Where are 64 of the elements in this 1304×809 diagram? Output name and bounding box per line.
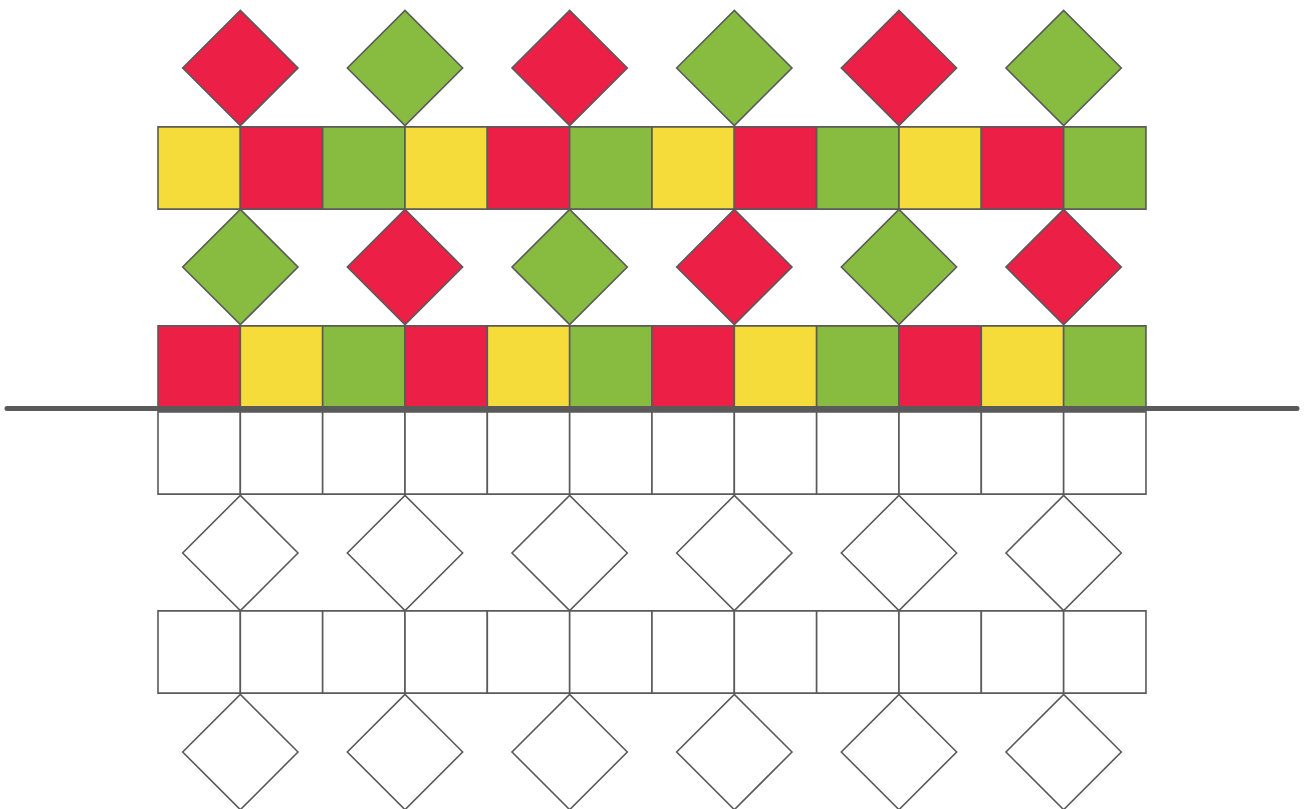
square-tile: [239, 610, 324, 694]
diamond-tile: [346, 9, 464, 127]
square-tile: [898, 610, 983, 694]
diamond-tile: [840, 208, 958, 326]
square-tile: [568, 126, 653, 210]
square-tile: [980, 411, 1065, 495]
square-tile: [404, 610, 489, 694]
square-tile: [486, 126, 571, 210]
diamond-tile: [840, 693, 958, 809]
diamond-tile: [346, 494, 464, 612]
square-tile: [733, 126, 818, 210]
square-tile: [321, 610, 406, 694]
square-tile: [321, 325, 406, 409]
square-tile: [568, 610, 653, 694]
square-tile: [898, 126, 983, 210]
square-tile: [568, 325, 653, 409]
square-tile: [815, 610, 900, 694]
square-tile: [321, 411, 406, 495]
square-tile: [815, 325, 900, 409]
diamond-tile: [840, 9, 958, 127]
square-tile: [651, 126, 736, 210]
square-tile: [157, 411, 242, 495]
diamond-tile: [346, 208, 464, 326]
square-tile: [486, 411, 571, 495]
square-tile: [486, 610, 571, 694]
diamond-tile: [840, 494, 958, 612]
square-tile: [568, 411, 653, 495]
diamond-tile: [346, 693, 464, 809]
square-tile: [157, 325, 242, 409]
square-tile: [651, 411, 736, 495]
square-tile: [157, 126, 242, 210]
diamond-tile: [1004, 494, 1123, 612]
square-tile: [404, 411, 489, 495]
square-tile: [486, 325, 571, 409]
diamond-tile: [1004, 208, 1123, 326]
square-tile: [980, 126, 1065, 210]
diamond-tile: [510, 494, 629, 612]
square-tile: [898, 411, 983, 495]
square-tile: [239, 126, 324, 210]
square-tile: [980, 610, 1065, 694]
square-tile: [404, 126, 489, 210]
square-tile: [733, 325, 818, 409]
square-tile: [815, 411, 900, 495]
diamond-tile: [510, 9, 629, 127]
diamond-tile: [510, 693, 629, 809]
diamond-tile: [1004, 693, 1123, 809]
square-tile: [815, 126, 900, 210]
diamond-tile: [1004, 9, 1123, 127]
square-tile: [733, 411, 818, 495]
square-tile: [404, 325, 489, 409]
square-tile: [239, 325, 324, 409]
square-tile: [321, 126, 406, 210]
square-tile: [157, 610, 242, 694]
square-tile: [651, 325, 736, 409]
square-tile: [239, 411, 324, 495]
square-tile: [980, 325, 1065, 409]
square-tile: [1062, 126, 1147, 210]
square-tile: [733, 610, 818, 694]
diamond-tile: [510, 208, 629, 326]
square-tile: [651, 610, 736, 694]
square-tile: [898, 325, 983, 409]
square-tile: [1062, 325, 1147, 409]
square-tile: [1062, 411, 1147, 495]
square-tile: [1062, 610, 1147, 694]
